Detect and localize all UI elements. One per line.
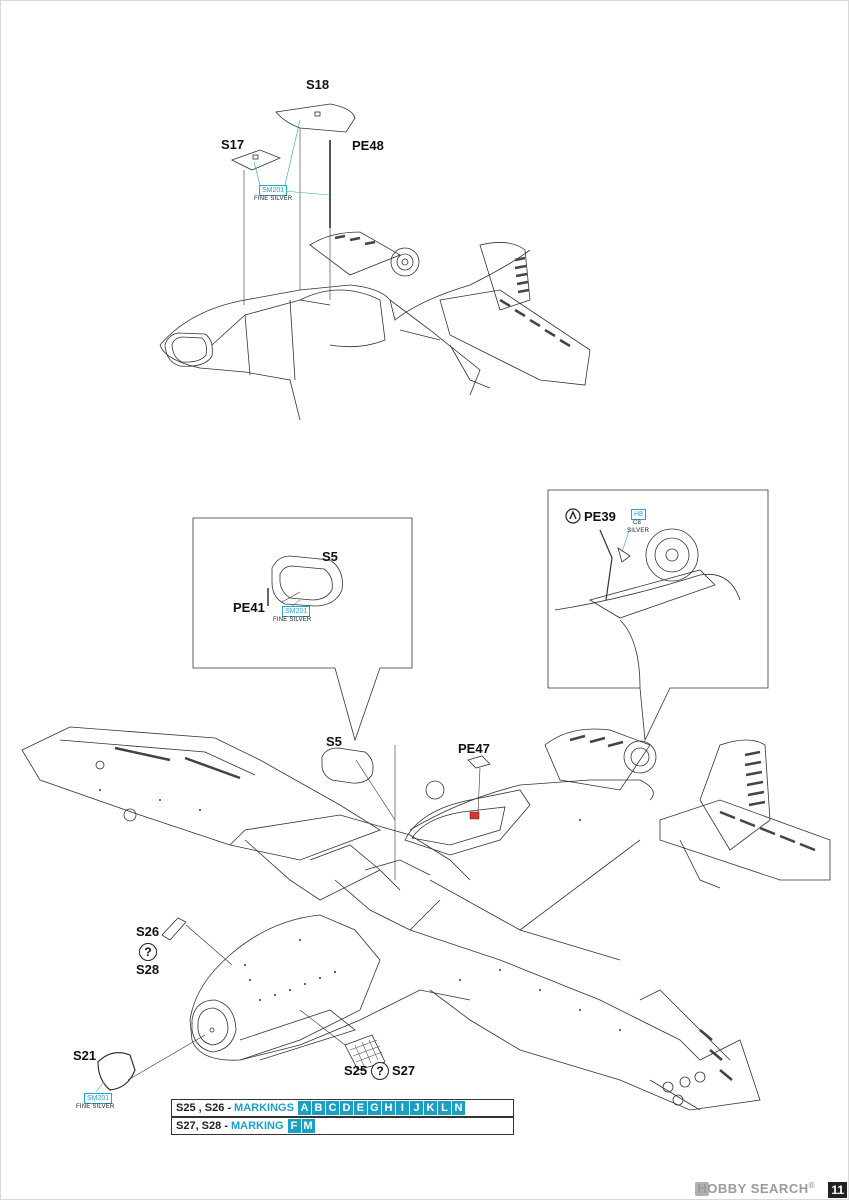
label-pe39: PE39: [584, 509, 616, 524]
label-s28: S28: [136, 962, 160, 977]
label-pe41: PE41: [233, 600, 265, 615]
watermark-text: HOBBY SEARCH: [697, 1181, 809, 1196]
paint-code-sm201-zoom: SM201: [282, 606, 311, 617]
marking-chip: D: [339, 1101, 353, 1115]
label-s25: S25: [344, 1063, 368, 1078]
markings-row-2: S27, S28 - MARKING F M: [171, 1117, 514, 1135]
label-s18: S18: [306, 77, 330, 92]
paint-name-zoom: FINE SILVER: [273, 617, 312, 623]
watermark: HOBBY SEARCH®: [697, 1181, 815, 1196]
marking-chip: N: [451, 1101, 465, 1115]
marking-chip: J: [409, 1101, 423, 1115]
label-s5-main: S5: [326, 734, 342, 749]
markings-row-1-label: MARKINGS: [234, 1102, 294, 1114]
marking-chip: A: [297, 1101, 311, 1115]
label-s21: S21: [73, 1048, 97, 1063]
label-pe47: PE47: [458, 741, 490, 756]
marking-chip: F: [287, 1119, 301, 1133]
paint-name-silver: SILVER: [627, 528, 650, 534]
paint-name-bottom: FINE SILVER: [76, 1104, 115, 1110]
label-pe48: PE48: [352, 138, 384, 153]
markings-row-1-parts: S25 , S26 -: [176, 1102, 232, 1114]
marking-chip: H: [381, 1101, 395, 1115]
page-number: 11: [828, 1182, 847, 1198]
marking-chip: B: [311, 1101, 325, 1115]
marking-chip: E: [353, 1101, 367, 1115]
markings-row-2-parts: S27, S28 -: [176, 1120, 228, 1132]
marking-chip: L: [437, 1101, 451, 1115]
marking-chip: M: [301, 1119, 315, 1133]
label-s26: S26: [136, 924, 160, 939]
marking-chip: K: [423, 1101, 437, 1115]
label-s17: S17: [221, 137, 245, 152]
marking-chip: G: [367, 1101, 381, 1115]
label-s27: S27: [392, 1063, 416, 1078]
label-s5-zoom: S5: [322, 549, 338, 564]
marking-chip: I: [395, 1101, 409, 1115]
question-mark-s26-s28: ?: [139, 943, 157, 961]
paint-name-top: FINE SILVER: [254, 196, 293, 202]
paint-code-c8: C8: [633, 520, 642, 526]
hobby-search-logo-icon: [695, 1182, 709, 1196]
paint-code-sm201-top: SM201: [259, 185, 288, 196]
paint-code-h8: H8: [631, 509, 646, 520]
marking-chip: C: [325, 1101, 339, 1115]
watermark-reg: ®: [808, 1181, 815, 1190]
question-mark-s25-s27: ?: [371, 1062, 389, 1080]
paint-code-sm201-bottom: SM201: [84, 1093, 113, 1104]
markings-row-2-label: MARKING: [230, 1120, 284, 1132]
markings-row-1: S25 , S26 - MARKINGS A B C D E G H I J K…: [171, 1099, 514, 1117]
